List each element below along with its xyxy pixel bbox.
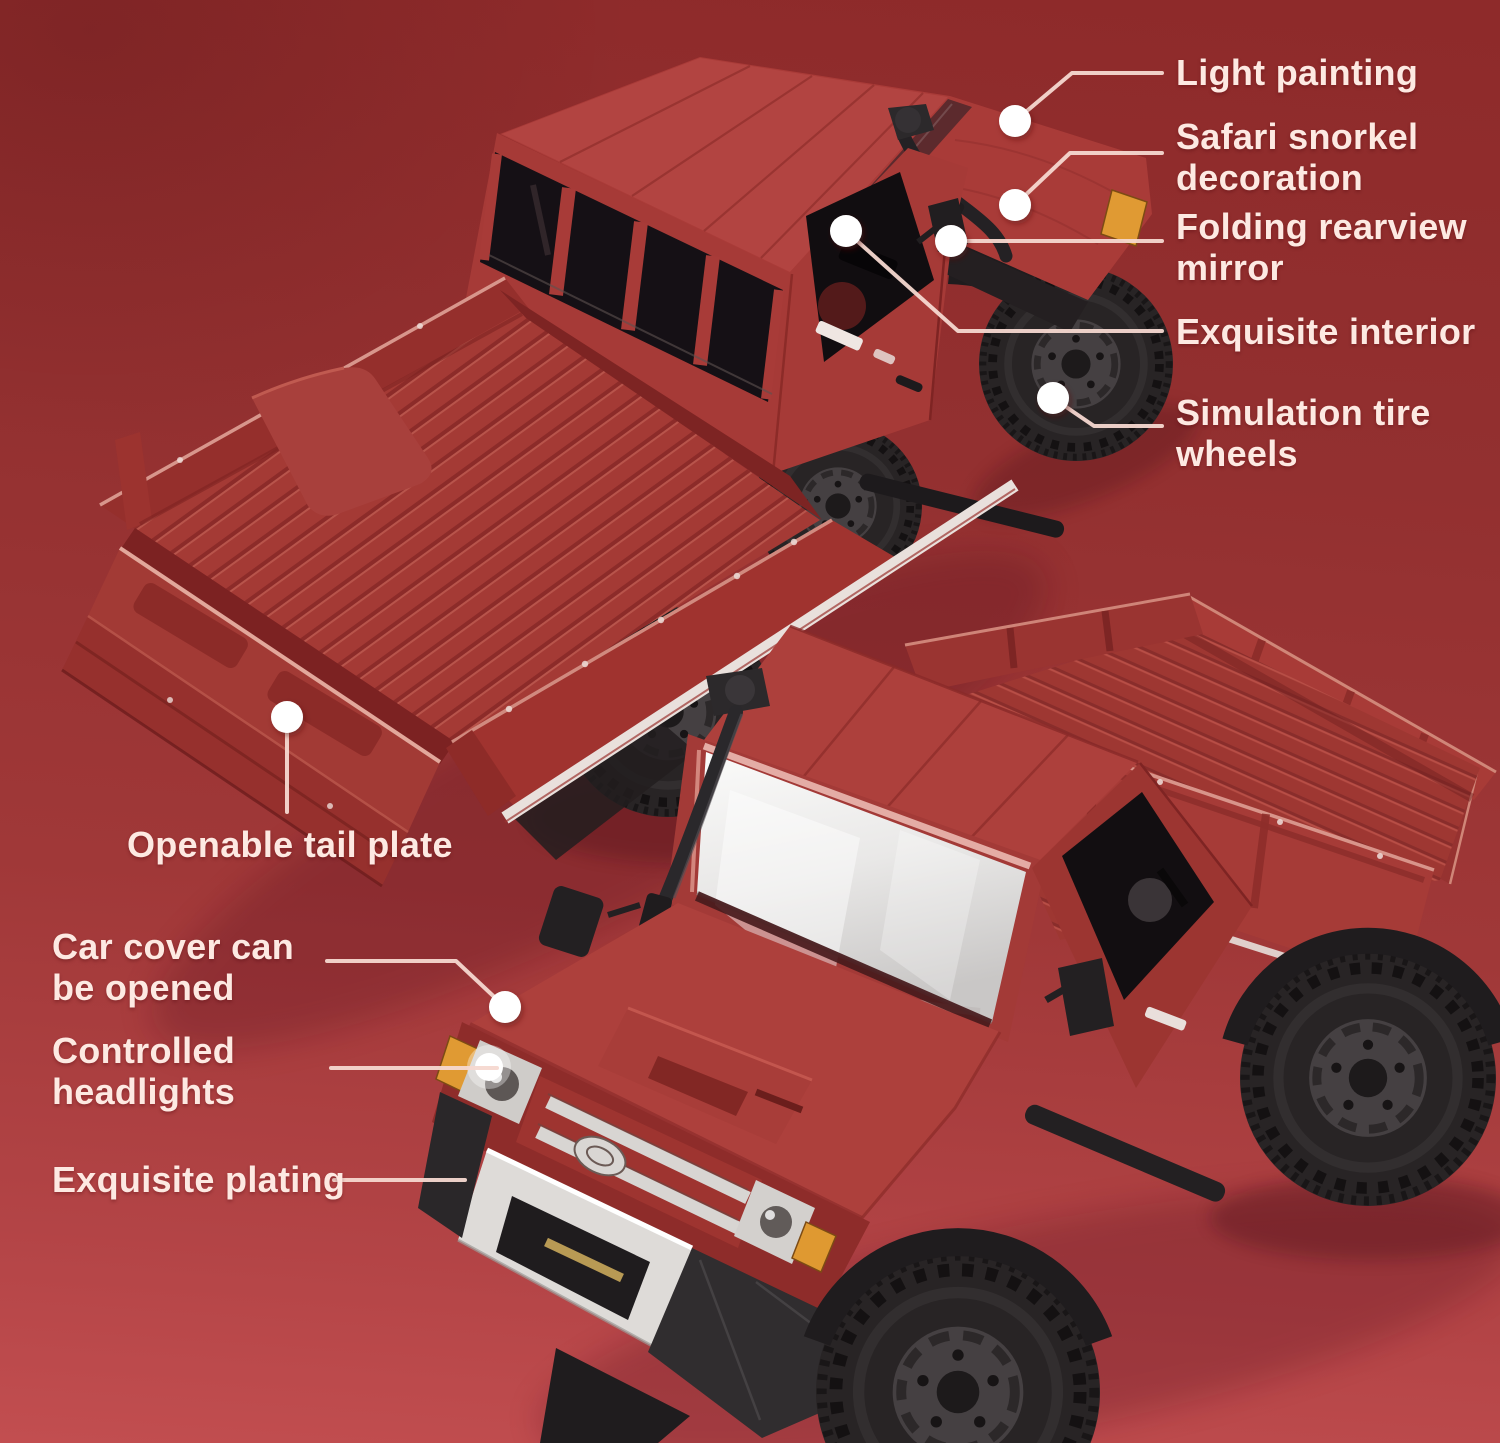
callout-dot-simulation-tire-icon: [1037, 382, 1069, 414]
bottom-truck-illustration: [418, 592, 1500, 1443]
callout-dot-exquisite-interior-icon: [830, 215, 862, 247]
callout-lines: [285, 71, 1164, 1182]
callout-line-light-painting: [1013, 71, 1164, 123]
label-simulation-tire-wheels: Simulation tire wheels: [1176, 392, 1431, 474]
turn-signal-right-amber: [791, 1220, 837, 1274]
label-openable-tail-plate: Openable tail plate: [127, 824, 453, 865]
callout-dot-car-cover-icon: [489, 991, 521, 1023]
rearview-mirror-left: [538, 886, 641, 957]
callout-line-exquisite-interior: [844, 229, 1164, 333]
label-folding-rearview-mirror: Folding rearview mirror: [1176, 206, 1467, 288]
callout-dot-openable-tail-icon: [271, 701, 303, 733]
brand-emblem: [573, 1135, 627, 1177]
cargo-bed-top-truck: [61, 276, 900, 888]
callout-dot-light-painting-icon: [999, 105, 1031, 137]
label-controlled-headlights: Controlled headlights: [52, 1030, 236, 1112]
hood-car-cover: [469, 903, 1002, 1220]
callout-line-safari-snorkel: [1013, 151, 1164, 207]
front-fascia: [418, 1022, 870, 1438]
label-exquisite-plating: Exquisite plating: [52, 1159, 346, 1200]
callout-dots: [271, 105, 1069, 1023]
windshield: [697, 752, 1026, 1022]
rearview-mirror-right: [1044, 958, 1114, 1036]
tail-plate: [61, 546, 442, 888]
callout-line-car-cover: [325, 959, 507, 1009]
label-exquisite-interior: Exquisite interior: [1176, 311, 1476, 352]
side-stripe: [501, 479, 1019, 824]
callout-dot-folding-mirror-icon: [935, 225, 967, 257]
label-light-painting: Light painting: [1176, 52, 1419, 93]
front-marker-amber: [1100, 189, 1148, 247]
label-safari-snorkel-decoration: Safari snorkel decoration: [1176, 116, 1419, 198]
cab-bottom-truck: [538, 624, 1253, 1088]
callout-line-simulation-tire: [1051, 396, 1164, 428]
label-car-cover-can-be-opened: Car cover can be opened: [52, 926, 295, 1008]
callout-dot-safari-snorkel-icon: [999, 189, 1031, 221]
